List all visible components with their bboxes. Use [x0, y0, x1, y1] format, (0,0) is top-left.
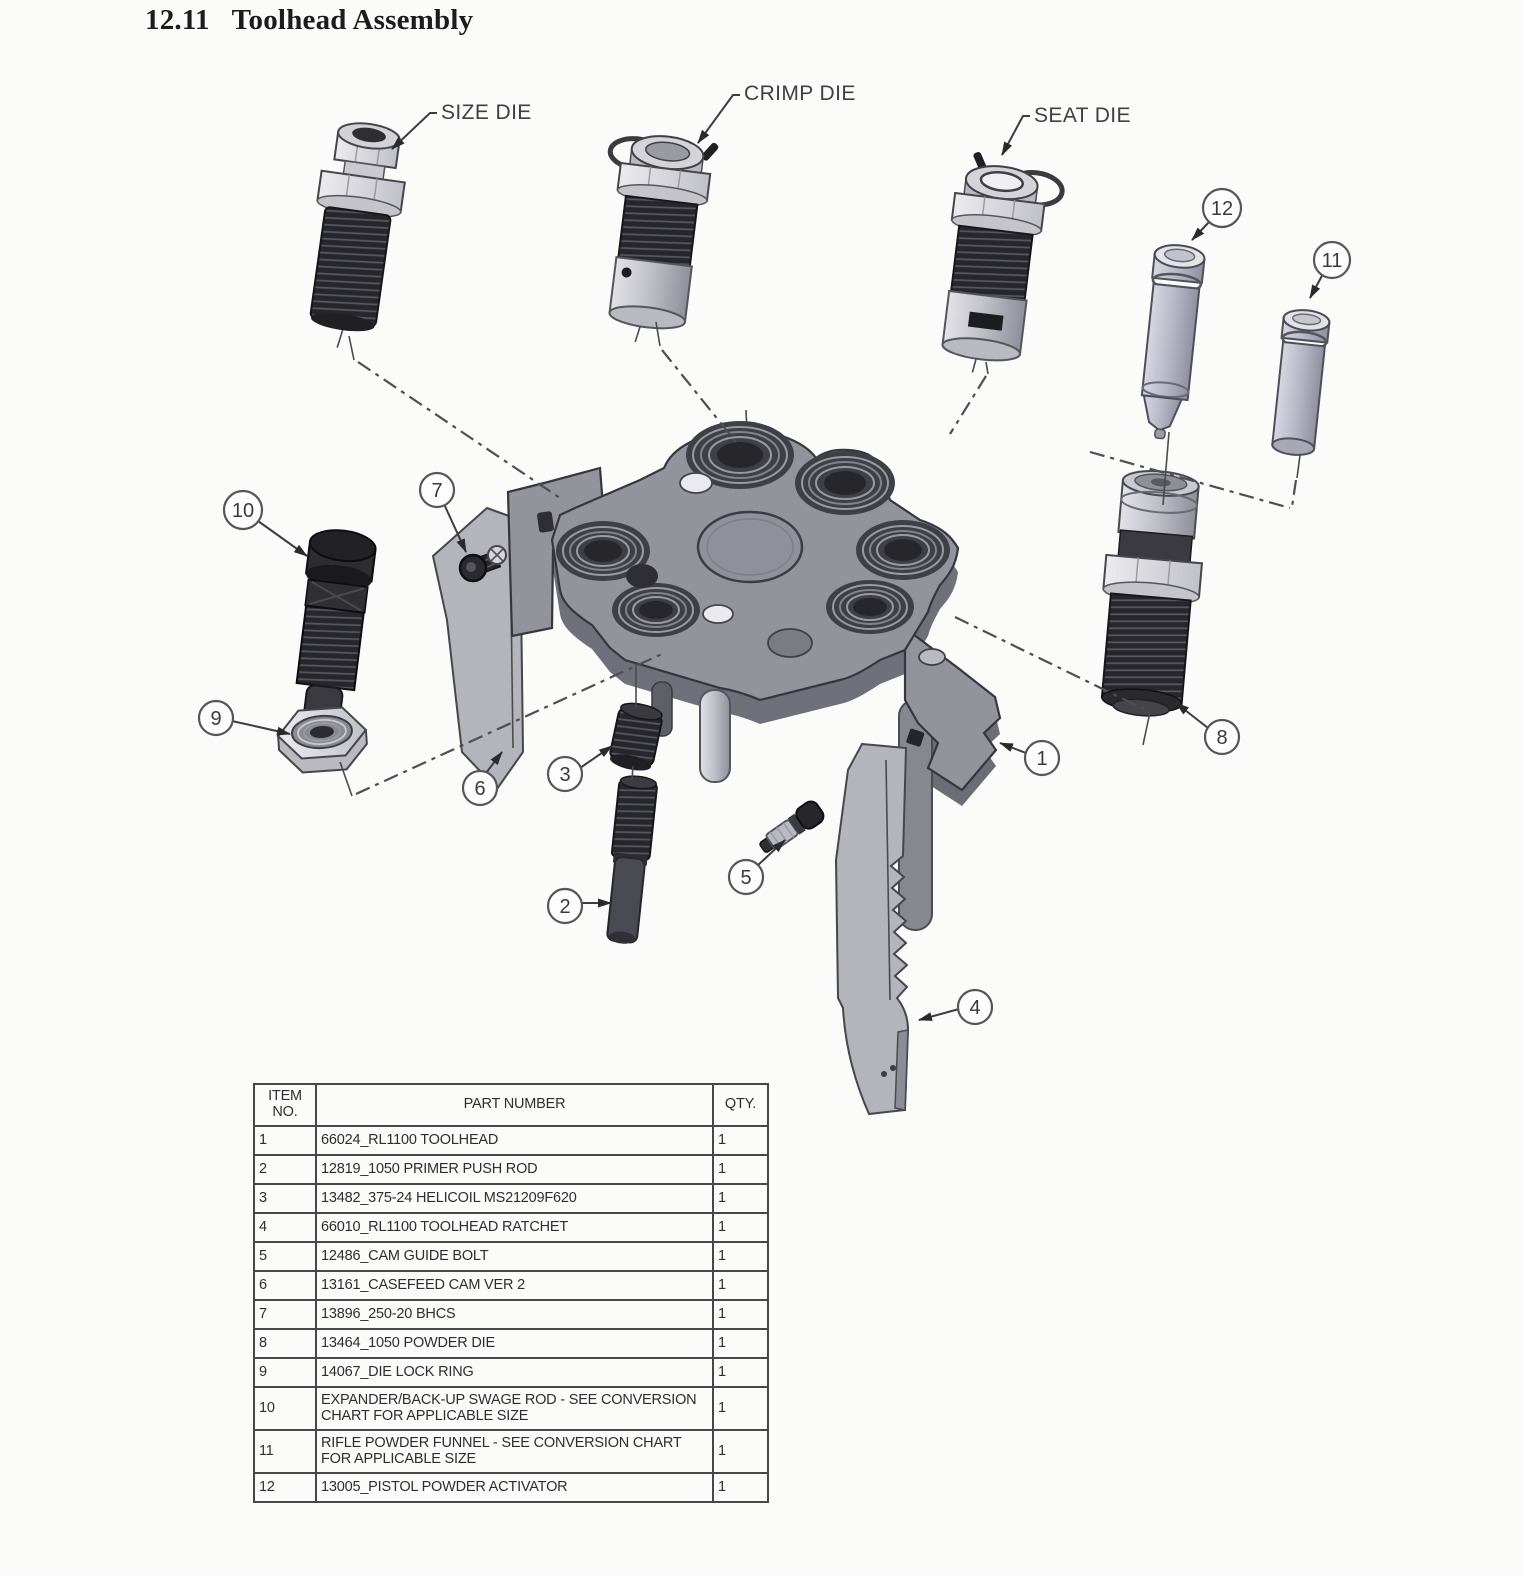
die-station-hole	[686, 421, 794, 489]
table-row: 2 12819_1050 PRIMER PUSH ROD 1	[253, 1154, 769, 1185]
svg-text:5: 5	[740, 867, 751, 889]
table-row: 1 66024_RL1100 TOOLHEAD 1	[253, 1125, 769, 1156]
die-station-hole	[556, 521, 650, 581]
table-row: 3 13482_375-24 HELICOIL MS21209F620 1	[253, 1183, 769, 1214]
center-boss	[696, 510, 804, 584]
table-row: 8 13464_1050 POWDER DIE 1	[253, 1328, 769, 1359]
page-title: 12.11 Toolhead Assembly	[145, 4, 473, 37]
callout-2: 2	[546, 887, 584, 925]
svg-text:6: 6	[474, 778, 485, 800]
cam-guide-bolt-part	[759, 800, 825, 853]
die-station-hole	[826, 580, 914, 634]
toolhead-pin	[699, 689, 731, 783]
callout-7: 7	[418, 471, 456, 509]
toolhead-part	[506, 409, 1002, 792]
helicoil-part	[609, 702, 663, 771]
table-row: 12 13005_PISTOL POWDER ACTIVATOR 1	[253, 1472, 769, 1503]
die-station-hole	[795, 451, 895, 515]
rifle-powder-funnel-part	[1271, 309, 1331, 456]
explosion-lines	[339, 321, 1301, 797]
svg-text:7: 7	[431, 480, 442, 502]
table-row: 11 RIFLE POWDER FUNNEL - SEE CONVERSION …	[253, 1429, 769, 1474]
toolhead-ratchet-part	[834, 742, 910, 1116]
section-number: 12.11	[145, 4, 210, 36]
crimp-die-part	[607, 135, 719, 343]
crimp-die-label: CRIMP DIE	[744, 82, 856, 105]
die-lock-ring-part	[276, 706, 368, 774]
callout-3: 3	[546, 755, 584, 793]
svg-text:4: 4	[969, 997, 980, 1019]
callout-11: 11	[1312, 240, 1352, 280]
table-row: 6 13161_CASEFEED CAM VER 2 1	[253, 1270, 769, 1301]
seat-die-label: SEAT DIE	[1034, 104, 1131, 127]
svg-text:10: 10	[232, 500, 254, 522]
swage-rod-part	[295, 529, 377, 733]
pistol-powder-activator-part	[1140, 244, 1206, 440]
table-row: 9 14067_DIE LOCK RING 1	[253, 1357, 769, 1388]
svg-text:11: 11	[1322, 250, 1343, 272]
header-part-number: PART NUMBER	[315, 1083, 714, 1127]
svg-text:1: 1	[1036, 748, 1047, 770]
die-station-hole	[856, 520, 950, 580]
callout-9: 9	[197, 699, 235, 737]
callout-6: 6	[461, 769, 499, 807]
table-row: 7 13896_250-20 BHCS 1	[253, 1299, 769, 1330]
table-row: 10 EXPANDER/BACK-UP SWAGE ROD - SEE CONV…	[253, 1386, 769, 1431]
table-row: 5 12486_CAM GUIDE BOLT 1	[253, 1241, 769, 1272]
header-qty: QTY.	[712, 1083, 769, 1127]
callout-12: 12	[1201, 187, 1243, 229]
size-die-part	[309, 122, 406, 348]
callout-leaders	[231, 220, 1325, 1021]
die-station-hole	[612, 583, 700, 637]
callout-10: 10	[222, 489, 264, 531]
bhcs-screw-part	[458, 545, 507, 583]
svg-text:9: 9	[210, 708, 221, 730]
svg-text:3: 3	[559, 764, 570, 786]
callout-4: 4	[956, 988, 994, 1026]
die-labels: SIZE DIE CRIMP DIE SEAT DIE	[391, 82, 1131, 156]
primer-push-rod-part	[606, 775, 658, 944]
section-title: Toolhead Assembly	[231, 4, 474, 36]
size-die-label: SIZE DIE	[441, 101, 532, 124]
powder-die-part	[1100, 470, 1204, 717]
seat-die-part	[941, 151, 1065, 373]
svg-text:2: 2	[559, 896, 570, 918]
callout-5: 5	[727, 858, 765, 896]
svg-text:12: 12	[1211, 198, 1233, 220]
svg-text:8: 8	[1216, 727, 1227, 749]
callout-8: 8	[1203, 718, 1241, 756]
callout-1: 1	[1023, 739, 1061, 777]
table-row: 4 66010_RL1100 TOOLHEAD RATCHET 1	[253, 1212, 769, 1243]
